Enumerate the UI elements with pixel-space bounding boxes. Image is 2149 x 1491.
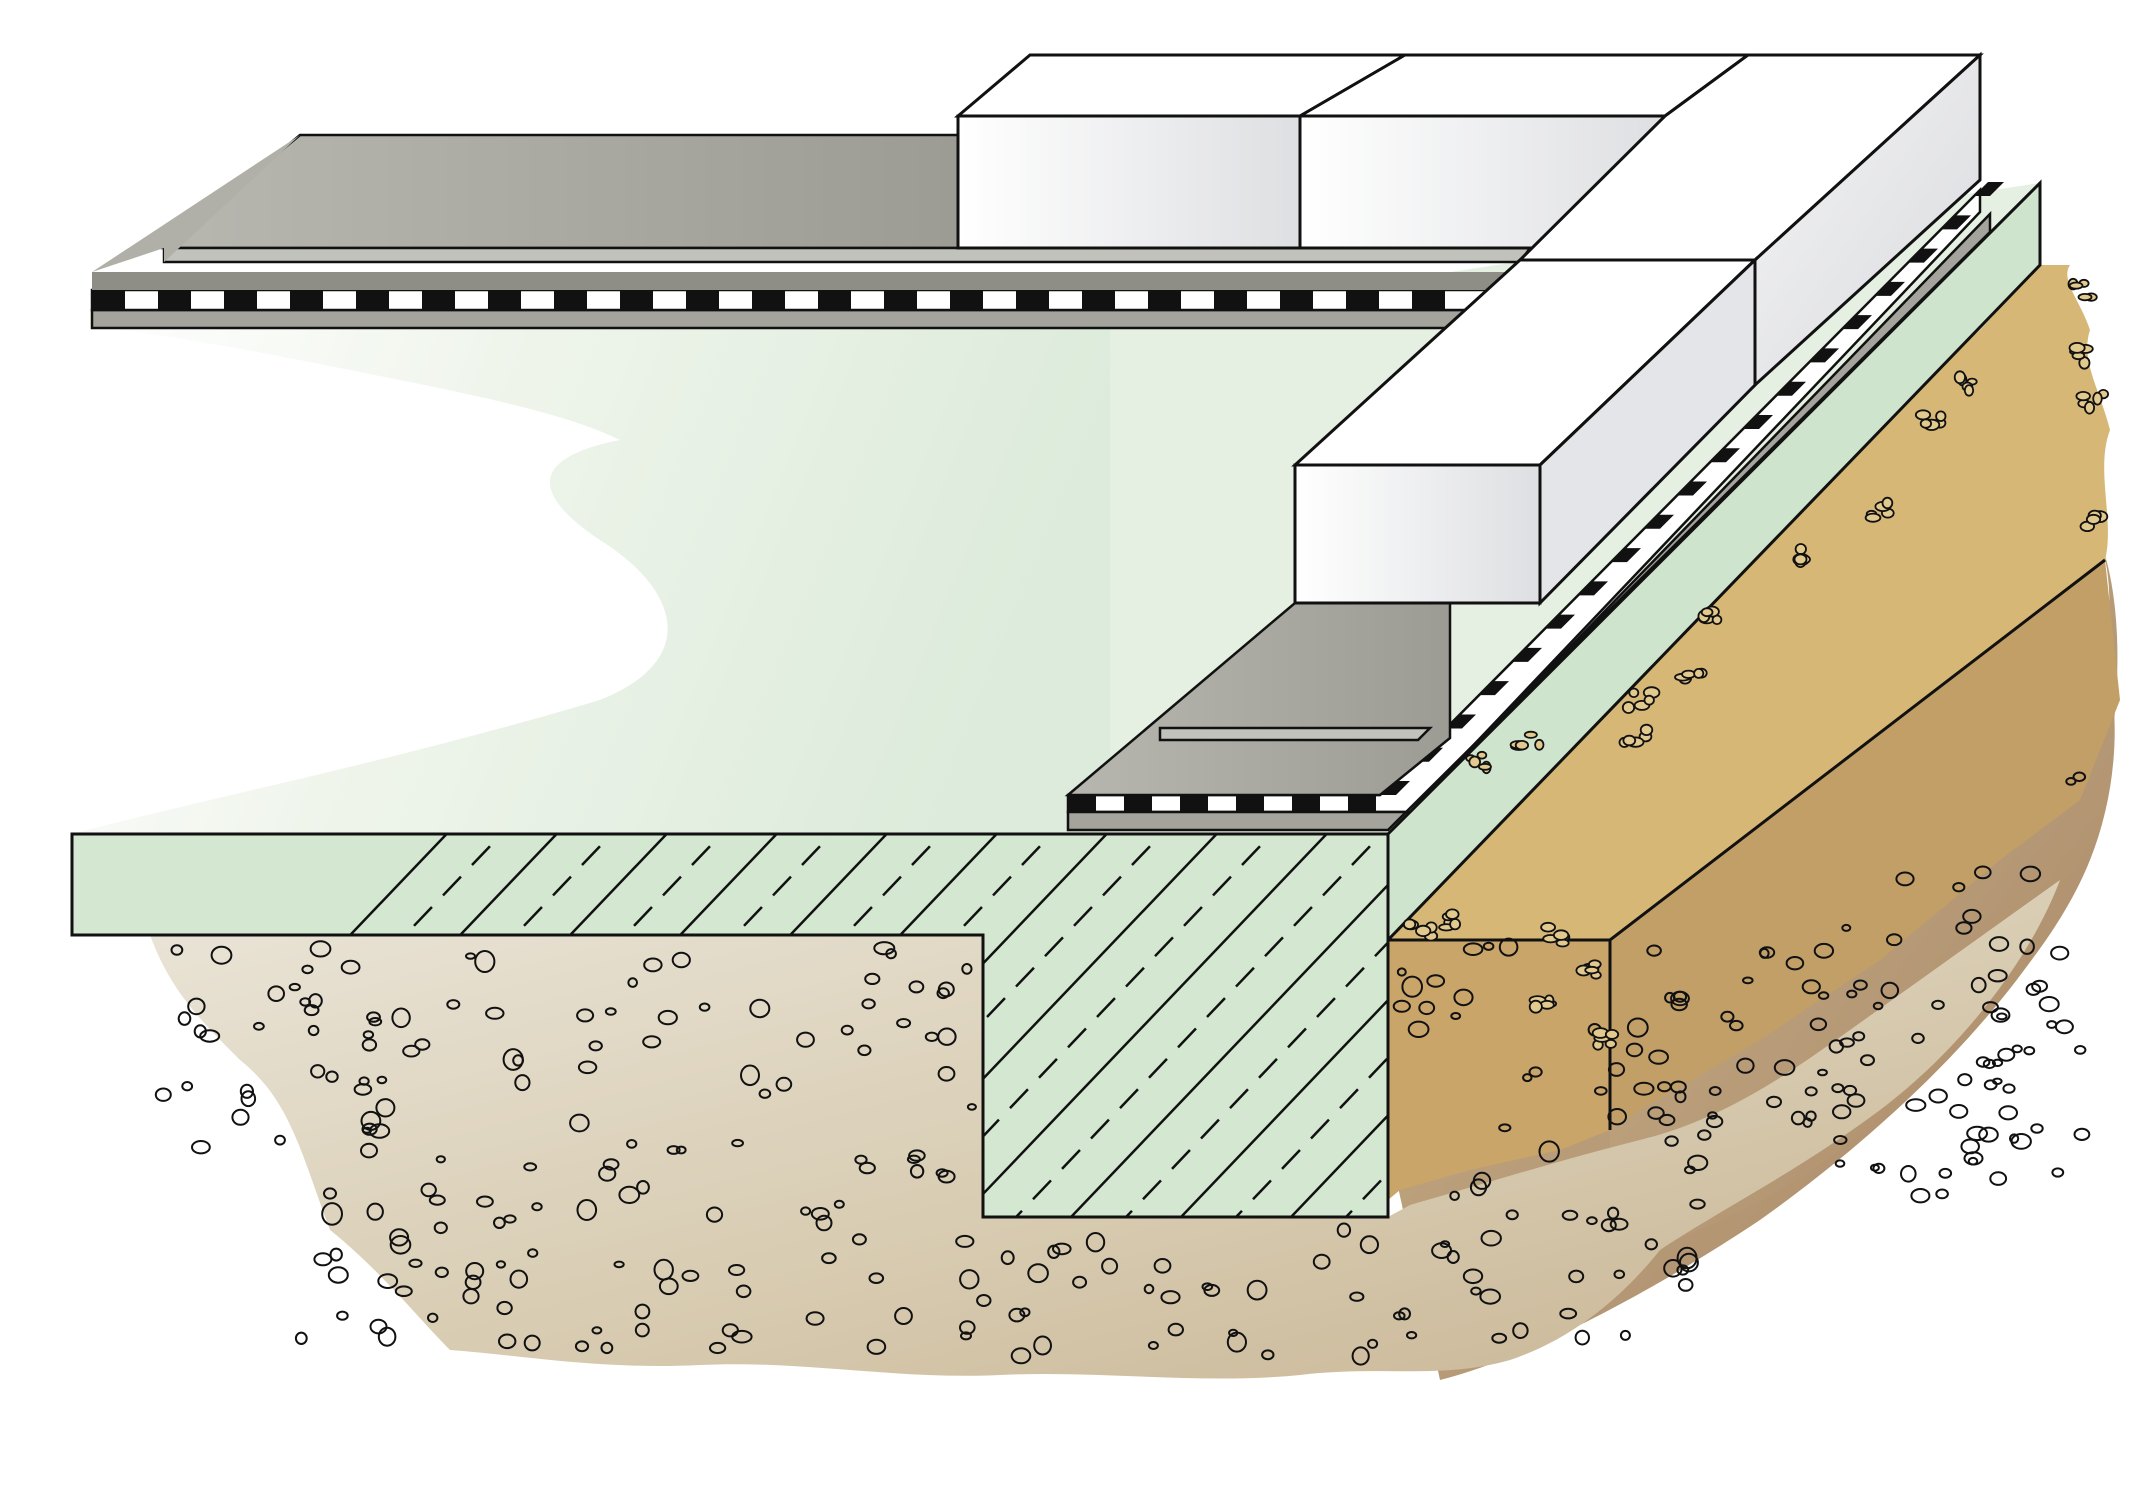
screed-back-front-edge: [162, 246, 1533, 264]
screed-side: [1064, 601, 1452, 797]
screed-side-front-edge: [1158, 726, 1434, 742]
backfill-soil-top: [1388, 265, 2110, 940]
screed-back-left-edge: [92, 135, 300, 272]
block-back-1-front: [956, 114, 1302, 250]
screed-underlay-back: [90, 308, 1521, 330]
membrane-back-shadow: [92, 272, 1520, 290]
screed-underlay-side: [1066, 210, 1992, 832]
block-side-shade: [1538, 256, 1757, 607]
block-side-2-front: [1293, 463, 1542, 605]
soil-clumps: [1402, 277, 2110, 1051]
membrane-side-dashes: [1068, 182, 2004, 812]
gravel-pebbles: [154, 771, 2091, 1366]
membrane-back-dashes: [92, 290, 1445, 310]
backfill-soil-side: [1610, 560, 2120, 1130]
screed-back: [160, 133, 962, 250]
slab-section: [70, 832, 1390, 1219]
gravel-subbase: [150, 880, 2060, 1379]
slab-top-fade: [72, 325, 1110, 834]
